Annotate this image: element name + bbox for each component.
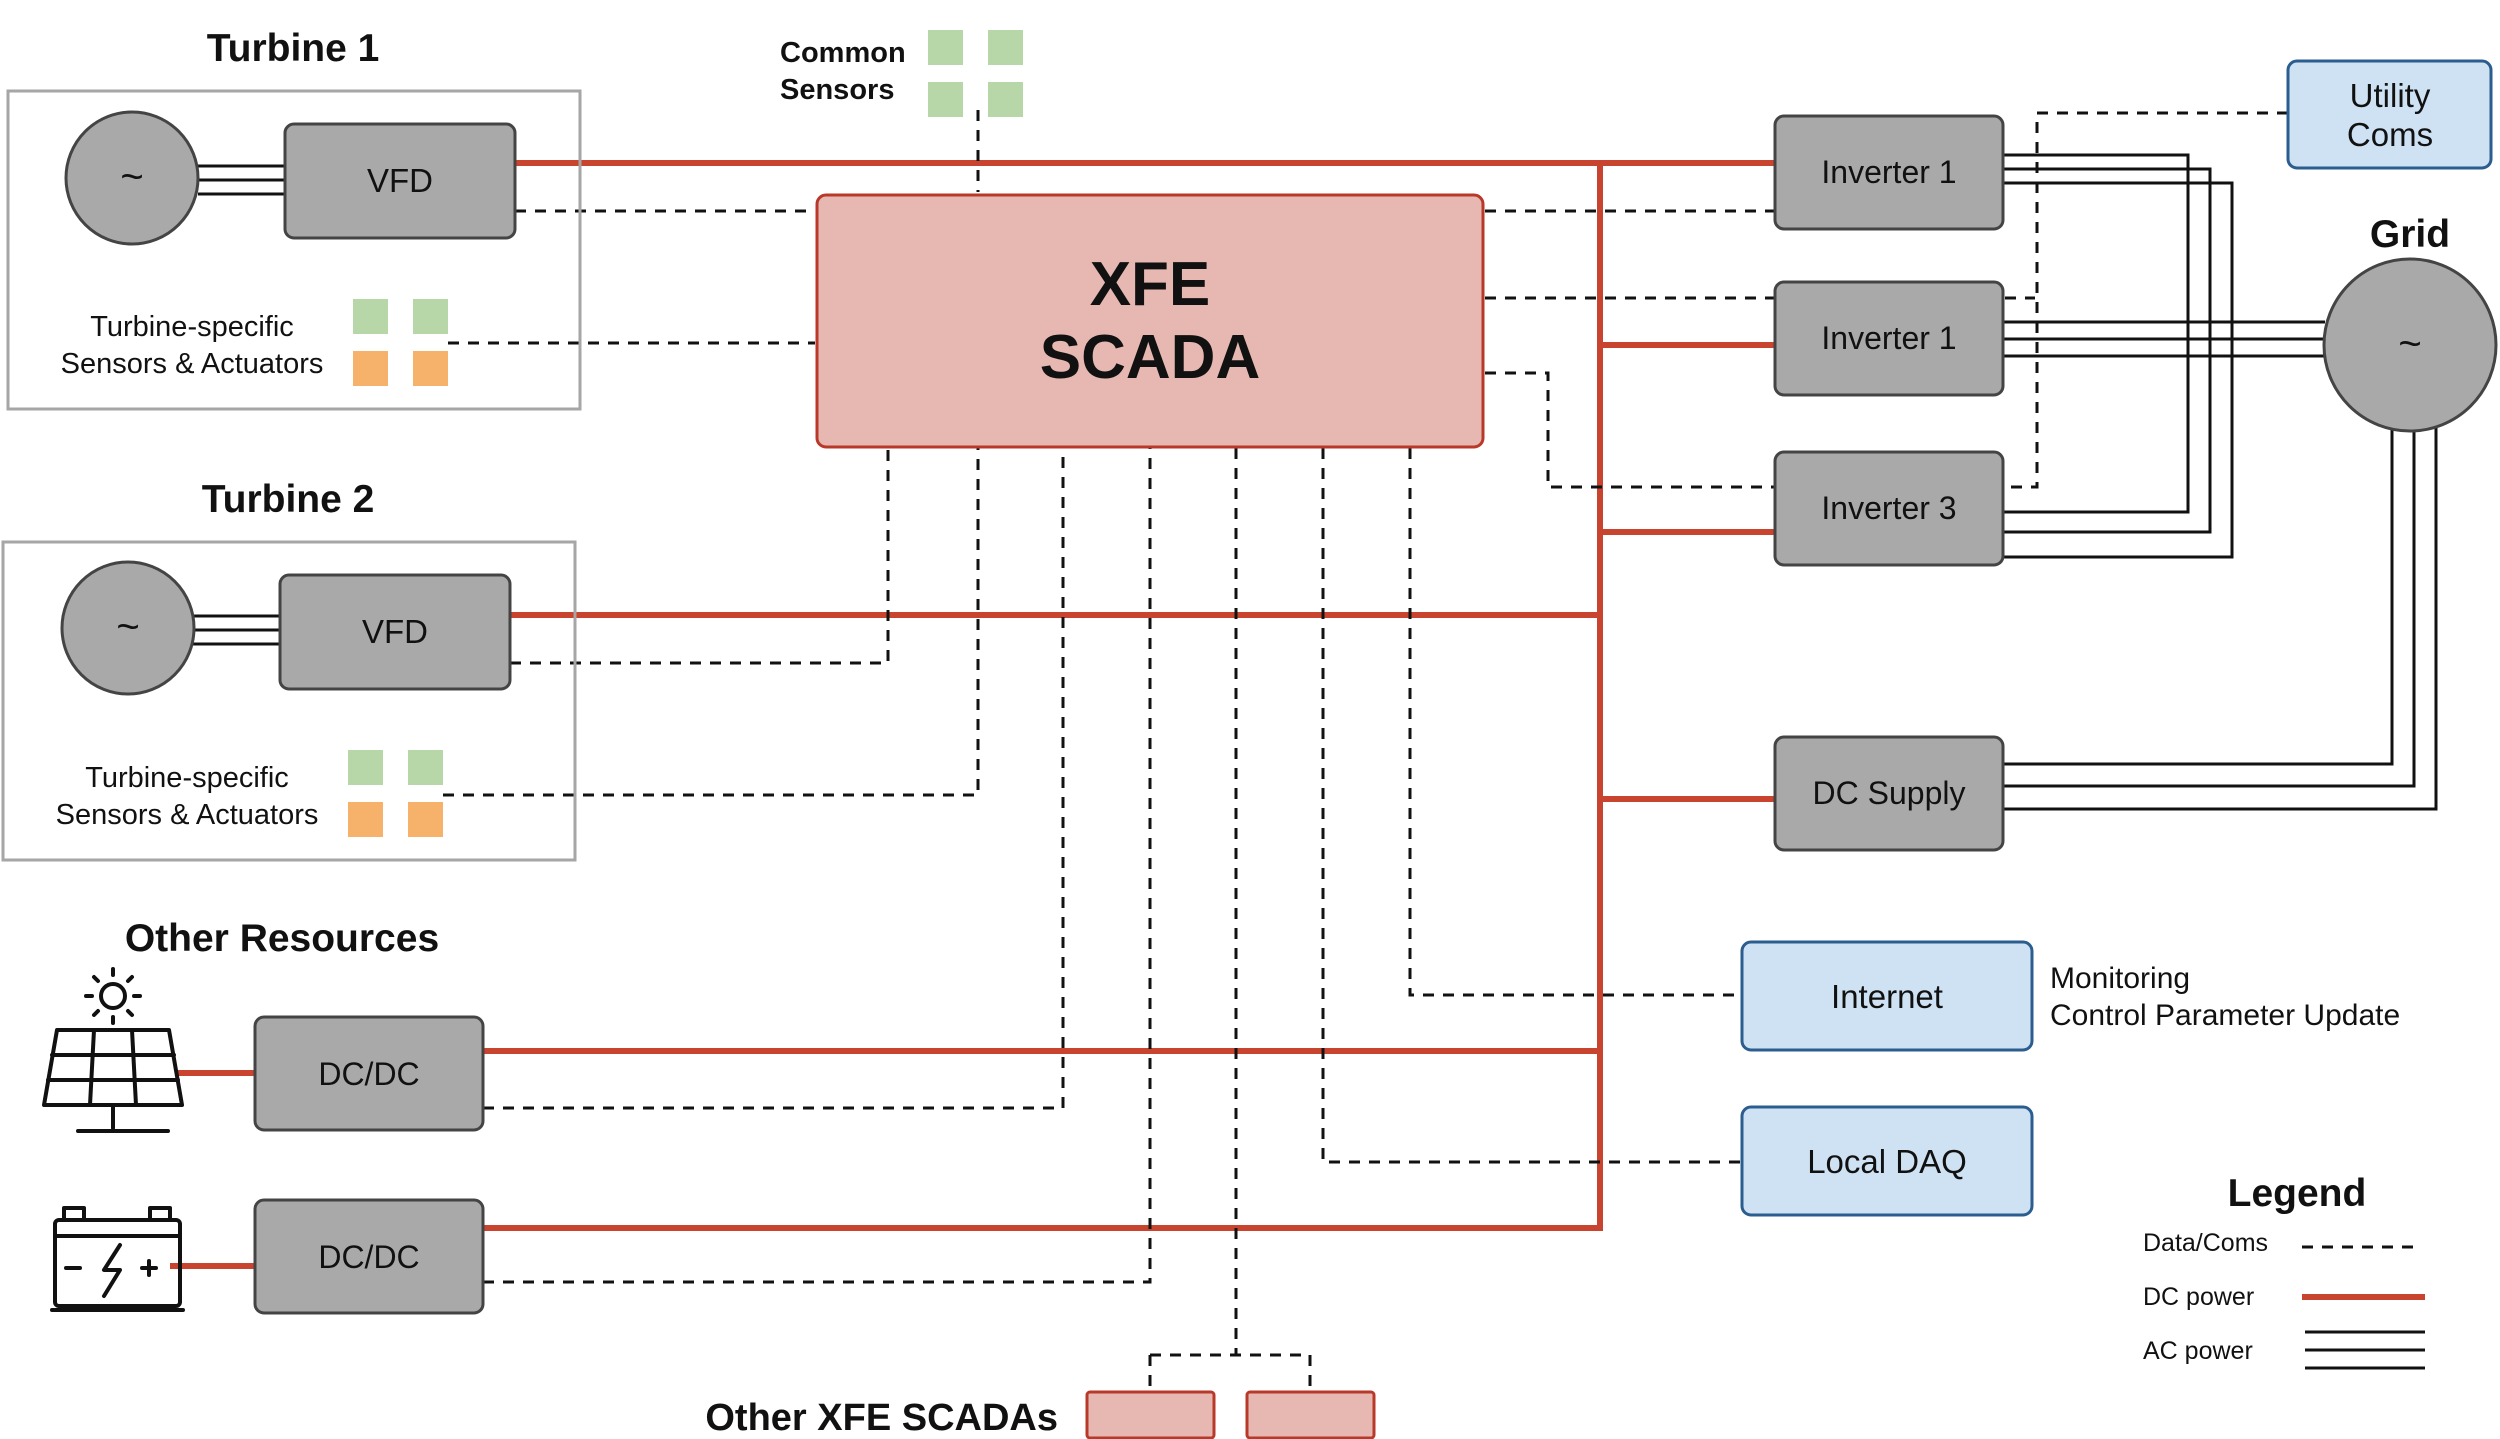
dc-supply[interactable]: DC Supply (1773, 735, 2005, 852)
dc-supply-box[interactable] (1773, 735, 2005, 852)
turbine1-actuator (353, 351, 388, 386)
dc-power-lines (170, 160, 1775, 1269)
utility-coms-box[interactable] (2286, 59, 2493, 170)
local-daq-label: Local DAQ (1807, 1143, 1967, 1180)
legend-title: Legend (2228, 1172, 2367, 1215)
internet-note-line1: Monitoring (2050, 962, 2190, 995)
turbine1-frame (6, 89, 582, 411)
ac-power-lines (193, 153, 2438, 811)
turbine2-actuator (348, 802, 383, 837)
common-sensor (988, 82, 1023, 117)
scada-box[interactable] (815, 193, 1485, 449)
xfe-scada[interactable]: XFE SCADA (815, 193, 1485, 449)
other-scada-box[interactable] (1245, 1390, 1376, 1439)
inverter-2[interactable] (1773, 280, 2005, 397)
inverters: Inverter 1 Inverter 1 Inverter 3 (1773, 114, 2005, 567)
turbine2-sensor (348, 750, 383, 785)
internet[interactable]: Internet Monitoring Control Parameter Up… (1740, 940, 2400, 1052)
inverter-1-label: Inverter 1 (1821, 154, 1956, 190)
solar-panel-icon (42, 967, 184, 1133)
utility-coms-line2: Coms (2347, 116, 2433, 153)
grid-symbol: ~ (2398, 322, 2421, 366)
turbine2-sensors-line1: Turbine-specific (85, 762, 289, 794)
data-lines (443, 110, 2288, 1390)
turbine2-generator-symbol: ~ (116, 605, 139, 649)
grid: Grid ~ (2322, 213, 2498, 433)
other-scada-box[interactable] (1085, 1390, 1216, 1439)
internet-note-line2: Control Parameter Update (2050, 999, 2400, 1032)
common-sensors-line2: Sensors (780, 74, 894, 106)
utility-coms[interactable]: Utility Coms (2286, 59, 2493, 170)
solar-dc-dc-label: DC/DC (318, 1056, 419, 1092)
utility-coms-line1: Utility (2350, 77, 2431, 114)
local-daq-box[interactable] (1740, 1105, 2034, 1217)
inverter-3[interactable] (1773, 450, 2005, 567)
legend-data-label: Data/Coms (2143, 1229, 2268, 1257)
battery-dc-dc-converter[interactable] (253, 1198, 485, 1315)
local-daq[interactable]: Local DAQ (1740, 1105, 2034, 1217)
internet-label: Internet (1831, 978, 1943, 1015)
legend-ac-label: AC power (2143, 1337, 2253, 1365)
other-resources-heading: Other Resources (125, 917, 439, 960)
dc-supply-label: DC Supply (1813, 775, 1966, 811)
turbine-1: Turbine 1 ~ VFD Turbine-specific Sensors… (6, 27, 582, 411)
legend-ac-swatch (2305, 1330, 2425, 1370)
turbine1-heading: Turbine 1 (207, 27, 380, 70)
turbine2-sensors-line2: Sensors & Actuators (56, 799, 319, 831)
inverter-3-label: Inverter 3 (1821, 490, 1956, 526)
legend: Legend Data/Coms DC power AC power (2143, 1172, 2425, 1370)
solar-dc-dc-converter[interactable] (253, 1015, 485, 1132)
scada-line1: XFE (1090, 250, 1211, 319)
turbine2-heading: Turbine 2 (202, 478, 375, 521)
internet-box[interactable] (1740, 940, 2034, 1052)
other-scadas-label: Other XFE SCADAs (705, 1397, 1058, 1439)
turbine2-actuator (408, 802, 443, 837)
scada-line2: SCADA (1040, 323, 1260, 392)
common-sensor (928, 82, 963, 117)
turbine2-generator (60, 560, 196, 696)
turbine1-sensor (413, 299, 448, 334)
turbine-2: Turbine 2 ~ VFD Turbine-specific Sensors… (1, 478, 577, 862)
turbine1-sensor (353, 299, 388, 334)
turbine1-generator (64, 110, 200, 246)
turbine1-sensors-line2: Sensors & Actuators (61, 348, 324, 380)
other-xfe-scadas: Other XFE SCADAs (705, 1390, 1376, 1439)
legend-dc-label: DC power (2143, 1283, 2254, 1311)
turbine1-vfd-label: VFD (367, 162, 433, 199)
turbine1-actuator (413, 351, 448, 386)
other-resources: Other Resources DC/DC (42, 917, 485, 1315)
turbine1-sensors-line1: Turbine-specific (90, 311, 294, 343)
turbine1-generator-symbol: ~ (120, 155, 143, 199)
battery-icon (50, 1206, 185, 1312)
common-sensors: Common Sensors (780, 30, 1023, 117)
inverter-1[interactable] (1773, 114, 2005, 231)
grid-heading: Grid (2370, 213, 2450, 256)
turbine1-vfd[interactable] (283, 122, 517, 240)
inverter-2-label: Inverter 1 (1821, 320, 1956, 356)
common-sensor (928, 30, 963, 65)
grid-circle (2322, 257, 2498, 433)
turbine2-frame (1, 540, 577, 862)
turbine2-sensor (408, 750, 443, 785)
battery-dc-dc-label: DC/DC (318, 1239, 419, 1275)
common-sensor (988, 30, 1023, 65)
turbine2-vfd[interactable] (278, 573, 512, 691)
common-sensors-line1: Common (780, 37, 906, 69)
turbine2-vfd-label: VFD (362, 613, 428, 650)
